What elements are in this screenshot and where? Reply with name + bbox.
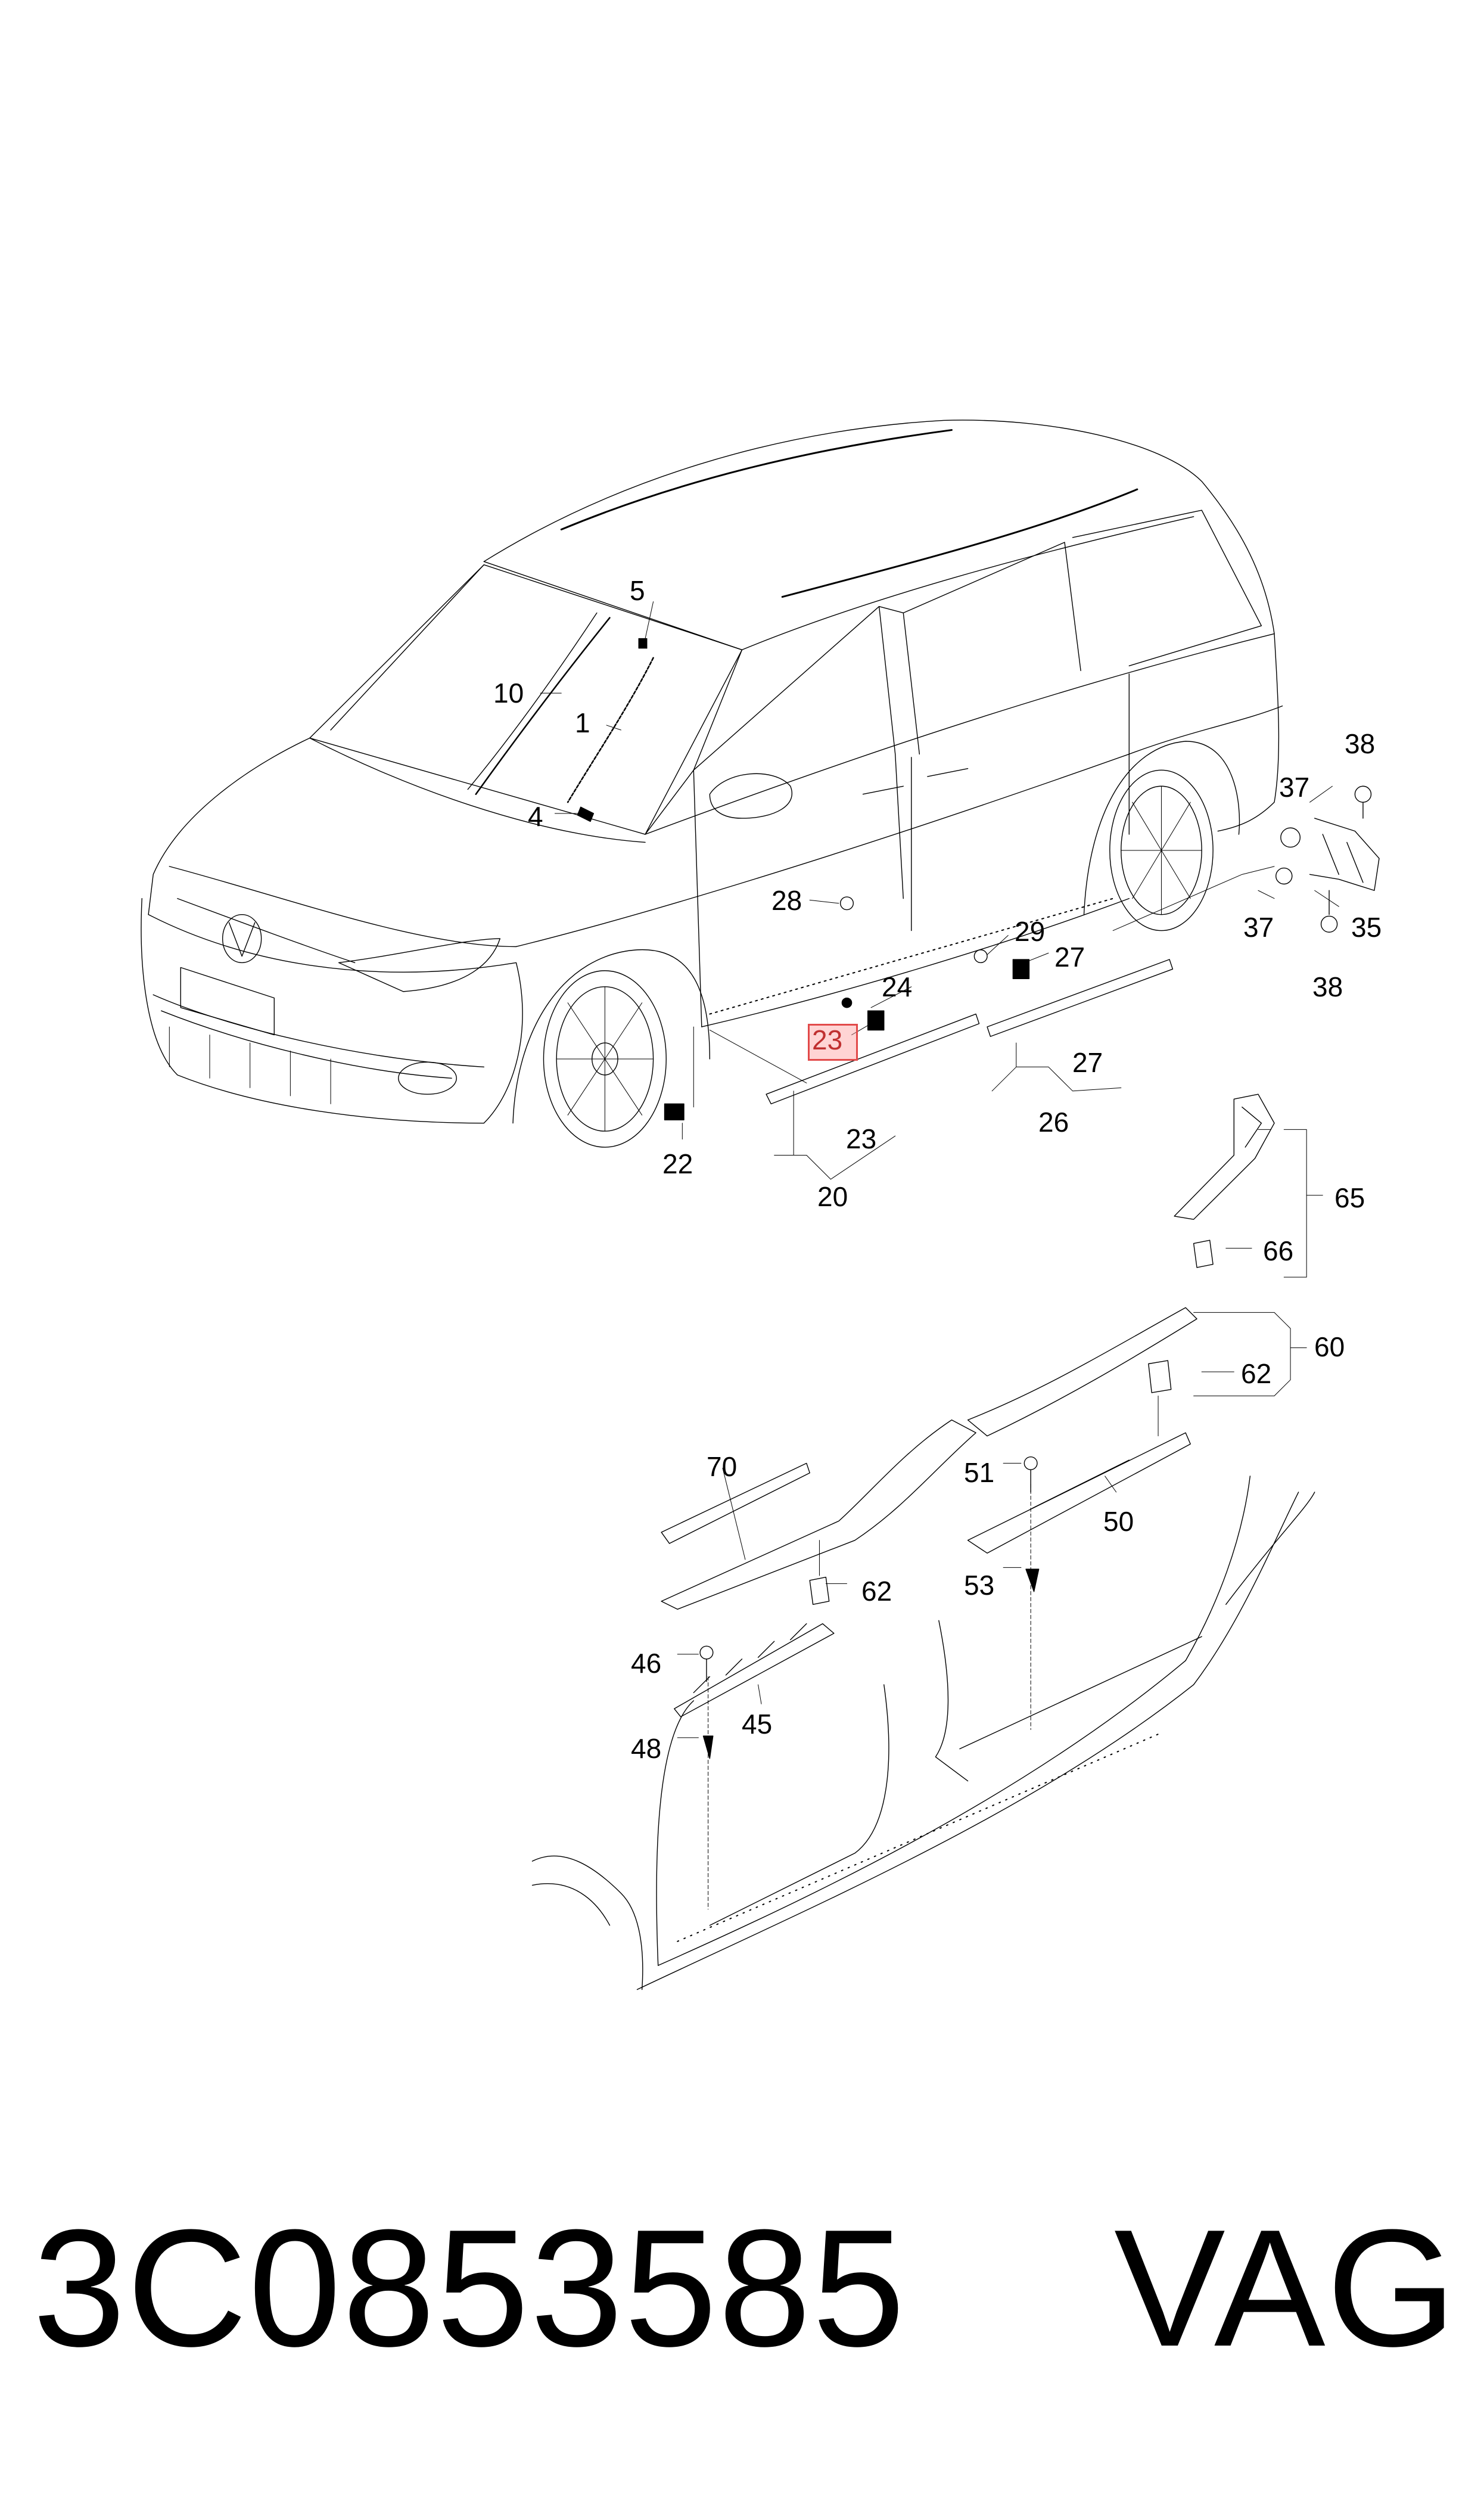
car-body [141, 420, 1283, 1147]
callout-35: 35 [1351, 912, 1382, 943]
sill-trims [665, 786, 1379, 1120]
leader-lines-upper [540, 602, 1339, 1179]
callout-20: 20 [817, 1181, 848, 1212]
part-number: 3C0853585 [33, 2195, 906, 2381]
callout-4: 4 [528, 801, 543, 832]
highlighted-callout-box [808, 1024, 858, 1061]
callout-1: 1 [575, 707, 590, 738]
body-section-lower [533, 1476, 1315, 1990]
callout-48: 48 [631, 1733, 662, 1764]
callout-37-bottom: 37 [1243, 912, 1274, 943]
callout-53: 53 [964, 1570, 995, 1601]
callout-66: 66 [1263, 1235, 1294, 1266]
callout-28: 28 [771, 885, 802, 916]
callout-29: 29 [1015, 916, 1046, 947]
callout-50: 50 [1103, 1506, 1134, 1537]
callout-38-top: 38 [1345, 728, 1376, 759]
callout-38-bottom: 38 [1312, 971, 1343, 1002]
callout-60: 60 [1314, 1331, 1345, 1362]
windscreen-trims [468, 613, 653, 821]
interior-trims [661, 1094, 1274, 1759]
leader-lines-lower [677, 1129, 1323, 1909]
callout-65: 65 [1334, 1182, 1365, 1213]
callout-10: 10 [493, 678, 524, 709]
callout-23: 23 [846, 1123, 877, 1154]
callout-24: 24 [882, 971, 913, 1002]
callout-23-highlighted: 23 [812, 1024, 843, 1055]
callout-45: 45 [742, 1709, 773, 1740]
callout-22: 22 [662, 1148, 693, 1179]
callout-70: 70 [707, 1451, 738, 1482]
callout-62-left: 62 [861, 1576, 892, 1607]
brand-name: VAG [1114, 2195, 1458, 2381]
callout-51: 51 [964, 1457, 995, 1488]
callout-62-right: 62 [1241, 1358, 1272, 1389]
callout-5: 5 [630, 575, 645, 606]
callout-27: 27 [1054, 942, 1085, 973]
callout-27-group: 27 [1072, 1047, 1103, 1078]
callout-37-top: 37 [1279, 772, 1310, 803]
callout-46: 46 [631, 1648, 662, 1679]
callout-26: 26 [1038, 1107, 1069, 1138]
